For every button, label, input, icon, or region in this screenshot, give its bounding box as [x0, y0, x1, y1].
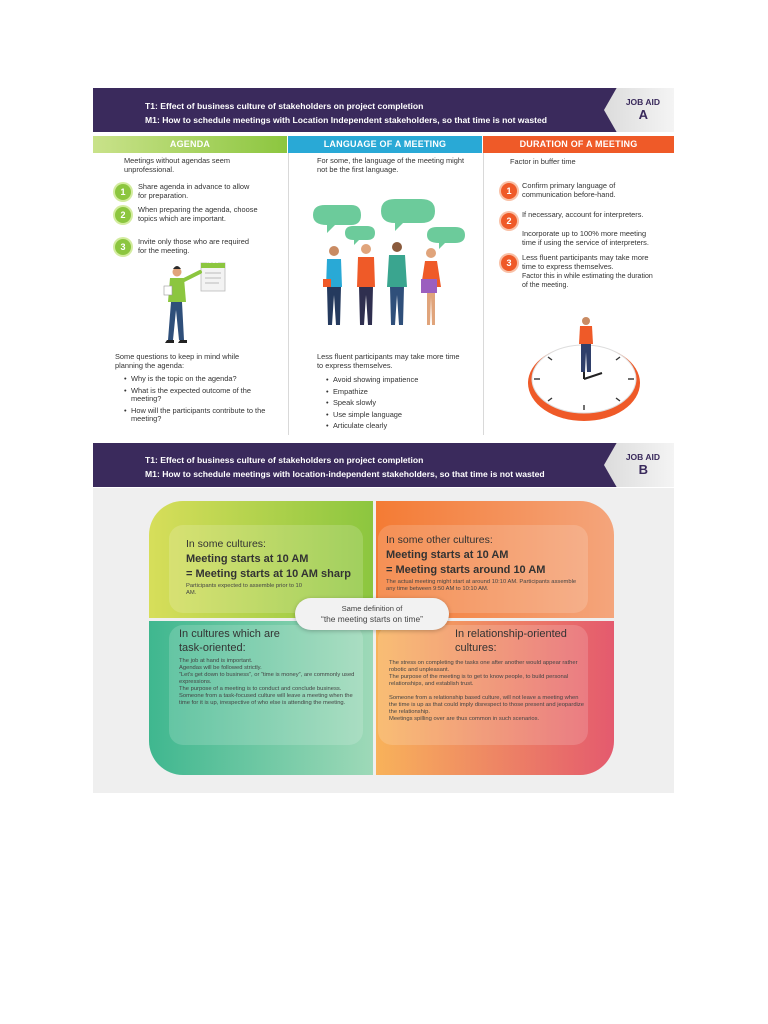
job-aid-a-header: T1: Effect of business culture of stakeh… — [93, 88, 674, 132]
job-aid-a-module: M1: How to schedule meetings with Locati… — [145, 115, 548, 125]
step-number: 2 — [501, 213, 517, 229]
agenda-step: Share agenda in advance to allow for pre… — [138, 182, 250, 200]
language-note: Less fluent participants may take more t… — [317, 352, 460, 370]
duration-step-note: Factor this in while estimating the dura… — [522, 273, 653, 289]
list-item: Speak slowly — [326, 399, 473, 408]
duration-column: Factor in buffer time 1 Confirm primary … — [483, 153, 675, 435]
text-line: Someone from a task-focused culture will… — [179, 693, 353, 706]
text-line: “Let's get down to business”, or “time i… — [179, 672, 355, 685]
agenda-intro: Meetings without agendas seem unprofessi… — [124, 156, 230, 174]
text-line: The stress on completing the tasks one a… — [389, 660, 578, 673]
bl-heading-2: task-oriented: — [179, 642, 246, 654]
job-aid-a-badge: JOB AID A — [604, 88, 674, 132]
step-number: 3 — [501, 255, 517, 271]
card-bottom-left — [169, 625, 363, 745]
job-aid-a-topic: T1: Effect of business culture of stakeh… — [145, 101, 424, 111]
list-item: Articulate clearly — [326, 422, 473, 431]
agenda-step: When preparing the agenda, choose topics… — [138, 205, 258, 223]
bl-heading-1: In cultures which are — [179, 628, 280, 640]
job-aid-b-badge: JOB AID B — [604, 443, 674, 487]
clock-illustration — [528, 317, 640, 421]
text-line: Someone from a relationship based cultur… — [389, 695, 584, 715]
tab-duration: DURATION OF A MEETING — [483, 136, 674, 153]
text-line: Meetings spilling over are thus common i… — [389, 716, 540, 722]
text-line: The purpose of a meeting is to conduct a… — [179, 686, 342, 692]
br-heading-2: cultures: — [455, 642, 497, 654]
job-aid-b-header: T1: Effect of business culture of stakeh… — [93, 443, 674, 487]
questions-list: Why is the topic on the agenda? What is … — [121, 374, 271, 427]
bl-lines: The job at hand is important. Agendas wi… — [179, 658, 365, 707]
tl-bold-1: Meeting starts at 10 AM — [186, 553, 309, 565]
board-label: TO DO — [206, 259, 219, 264]
quadrant-bottom-left — [149, 621, 373, 775]
badge-letter: B — [638, 462, 648, 477]
list-item: Empathize — [326, 387, 473, 397]
tab-agenda: AGENDA — [93, 136, 287, 153]
agenda-column: Meetings without agendas seem unprofessi… — [93, 153, 287, 435]
duration-step-note: Incorporate up to 100% more meeting time… — [522, 229, 649, 247]
list-item: What is the expected outcome of the meet… — [124, 386, 271, 404]
text-line — [389, 688, 585, 695]
badge-label: JOB AID — [625, 452, 660, 462]
tr-heading: In some other cultures: — [386, 534, 493, 546]
duration-step: Less fluent participants may take more t… — [522, 253, 649, 271]
list-item: Avoid showing impatience — [326, 375, 473, 385]
tr-bold-2: = Meeting starts around 10 AM — [386, 564, 546, 576]
tab-language: LANGUAGE OF A MEETING — [288, 136, 482, 153]
culture-comparison-panel: In some cultures: Meeting starts at 10 A… — [93, 488, 674, 793]
agenda-step: Invite only those who are required for t… — [138, 237, 249, 255]
center-line-1: Same definition of — [341, 604, 403, 613]
list-item: Use simple language — [326, 410, 473, 420]
text-line: The job at hand is important. — [179, 658, 253, 664]
duration-intro: Factor in buffer time — [510, 157, 576, 166]
step-number: 1 — [115, 184, 131, 200]
job-aid-b-topic: T1: Effect of business culture of stakeh… — [145, 455, 424, 465]
presenter-illustration — [163, 262, 226, 343]
center-definition-pill: Same definition of “the meeting starts o… — [295, 598, 449, 630]
list-item: Why is the topic on the agenda? — [124, 374, 271, 384]
center-line-2: “the meeting starts on time” — [321, 614, 423, 624]
tl-heading: In some cultures: — [186, 538, 266, 550]
step-number: 1 — [501, 183, 517, 199]
br-heading-1: In relationship-oriented — [455, 628, 567, 640]
tr-bold-1: Meeting starts at 10 AM — [386, 549, 509, 561]
text-line: Agendas will be followed strictly. — [179, 665, 262, 671]
language-column: For some, the language of the meeting mi… — [288, 153, 483, 435]
tl-note: Participants expected to assemble prior … — [186, 583, 303, 596]
tl-bold-2: = Meeting starts at 10 AM sharp — [186, 568, 351, 580]
quadrant-bottom-right — [376, 621, 614, 775]
step-number: 3 — [115, 239, 131, 255]
duration-step: Confirm primary language of communicatio… — [522, 181, 616, 199]
questions-intro: Some questions to keep in mind while pla… — [115, 352, 240, 370]
duration-step: If necessary, account for interpreters. — [522, 210, 644, 219]
tr-note: The actual meeting might start at around… — [386, 579, 577, 592]
conversation-illustration — [313, 199, 465, 325]
br-lines: The stress on completing the tasks one a… — [389, 660, 585, 723]
badge-label: JOB AID — [625, 97, 660, 107]
list-item: How will the participants contribute to … — [124, 406, 271, 424]
card-bottom-right — [378, 625, 588, 745]
language-tips: Avoid showing impatience Empathize Speak… — [323, 375, 473, 434]
language-intro: For some, the language of the meeting mi… — [317, 156, 465, 174]
job-aid-b-module: M1: How to schedule meetings with locati… — [145, 469, 545, 479]
badge-letter: A — [638, 107, 648, 122]
text-line: The purpose of the meeting is to get to … — [389, 674, 569, 687]
step-number: 2 — [115, 207, 131, 223]
